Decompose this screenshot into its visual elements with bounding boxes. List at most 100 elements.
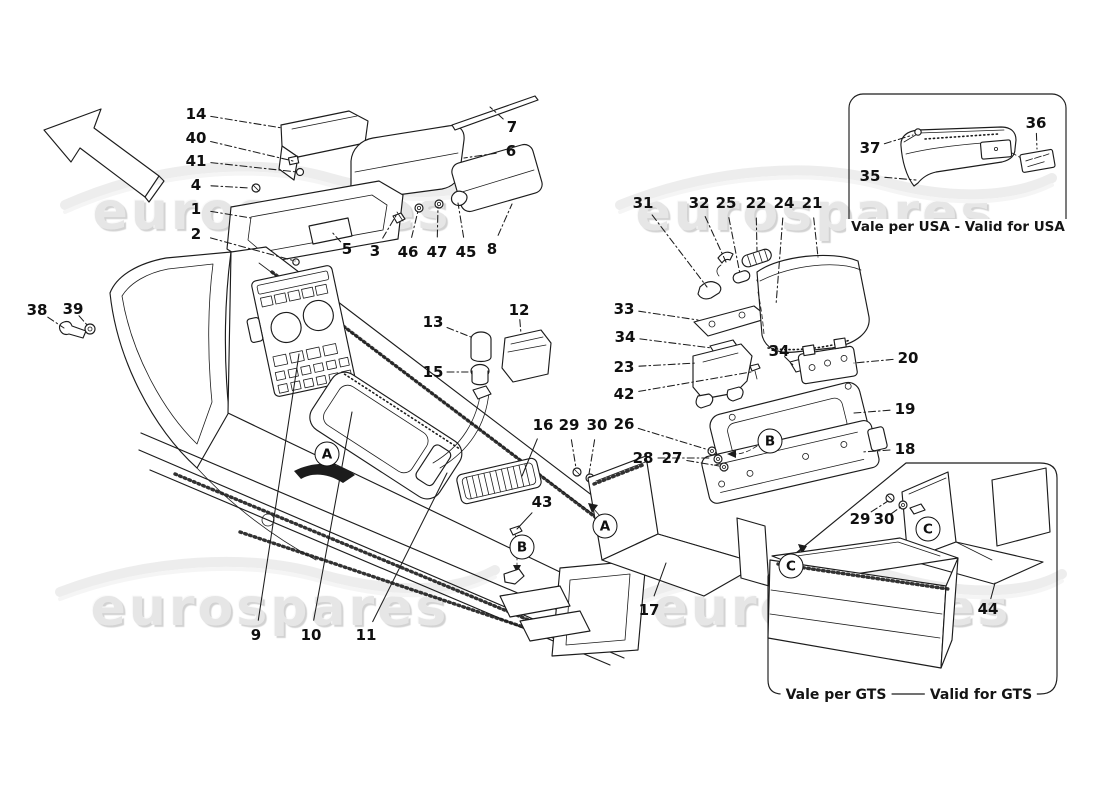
callout-4: 4: [190, 176, 202, 194]
leader-29: [570, 439, 577, 469]
ref-letter-a-2: A: [592, 513, 618, 539]
leader-14: [210, 115, 283, 129]
ref-letter-b: B: [757, 428, 783, 454]
callout-33: 33: [613, 300, 635, 318]
callout-17: 17: [638, 601, 660, 619]
leader-29-2: [870, 500, 889, 513]
callout-29-2: 29: [849, 510, 871, 528]
callout-29: 29: [558, 416, 580, 434]
leader-23: [638, 362, 698, 367]
leader-20: [853, 358, 894, 364]
screw-42: [749, 363, 761, 380]
callout-32: 32: [688, 194, 710, 212]
leader-lines: [47, 106, 1038, 623]
bracket-23: [692, 343, 753, 409]
leader-16: [521, 438, 538, 477]
leader-36: [1035, 132, 1038, 150]
callout-2: 2: [190, 225, 202, 243]
gts-box-label-english: Valid for GTS: [924, 687, 1038, 703]
callout-40: 40: [185, 129, 207, 147]
callout-35: 35: [859, 167, 881, 185]
washer-cluster: [707, 446, 729, 472]
center-tray-part: [309, 371, 463, 500]
gts-box-label-italian: Vale per GTS: [780, 687, 892, 703]
leader-10: [313, 411, 353, 621]
rod-part: [451, 95, 539, 131]
leader-21: [813, 217, 819, 258]
leader-13: [446, 326, 472, 338]
leader-25: [728, 217, 741, 275]
leader-43: [516, 512, 533, 530]
leader-30: [588, 439, 596, 475]
leader-30-2: [890, 505, 903, 515]
callout-28: 28: [632, 449, 654, 467]
lighter-part: [470, 331, 492, 400]
leader-22: [755, 217, 758, 252]
leader-17: [653, 562, 667, 597]
leader-33: [638, 310, 699, 321]
callout-41: 41: [185, 152, 207, 170]
callout-5: 5: [341, 240, 353, 258]
callout-30: 30: [586, 416, 608, 434]
hinge-block-20: [797, 337, 858, 385]
leader-34-2: [784, 356, 794, 366]
direction-arrow-icon: [43, 108, 165, 203]
callout-23: 23: [613, 358, 635, 376]
callout-34-2: 34: [768, 342, 790, 360]
leader-6: [463, 152, 497, 159]
leader-39: [78, 315, 89, 327]
leader-18: [861, 449, 891, 453]
callout-19: 19: [894, 400, 916, 418]
callout-12: 12: [508, 301, 530, 319]
leader-1: [210, 210, 252, 219]
callout-43: 43: [531, 493, 553, 511]
ref-letter-a: A: [314, 441, 340, 467]
leader-2: [209, 237, 296, 262]
clip-part: [503, 568, 525, 585]
leader-24: [775, 217, 784, 306]
callout-13: 13: [422, 313, 444, 331]
callout-16: 16: [532, 416, 554, 434]
callout-6: 6: [505, 142, 517, 160]
console-top-frame-part: [226, 180, 468, 266]
frame-18: [701, 420, 888, 504]
callout-3: 3: [369, 242, 381, 260]
leader-31: [651, 214, 708, 288]
callout-47: 47: [426, 243, 448, 261]
screws-38-39: [58, 320, 96, 339]
radio-panel-part: [246, 265, 356, 397]
callout-26: 26: [613, 415, 635, 433]
leader-34: [639, 338, 713, 349]
callout-46: 46: [397, 243, 419, 261]
callout-38: 38: [26, 301, 48, 319]
ashtray-grille-part: [456, 457, 542, 505]
cup-holder-part: [501, 329, 552, 383]
leader-40: [210, 140, 294, 162]
callout-45: 45: [455, 243, 477, 261]
leader-32: [704, 216, 727, 263]
callout-1: 1: [190, 200, 202, 218]
leader-26: [637, 427, 710, 451]
callout-15: 15: [422, 363, 444, 381]
callout-22: 22: [745, 194, 767, 212]
callout-42: 42: [613, 385, 635, 403]
callout-36: 36: [1025, 114, 1047, 132]
leader-19: [853, 409, 891, 414]
leader-4: [210, 185, 251, 189]
usa-inset-box: [848, 93, 1067, 234]
leader-27: [686, 459, 720, 467]
usa-box-label: Vale per USA - Valid for USA: [846, 219, 1070, 235]
callout-18: 18: [894, 440, 916, 458]
leader-41: [210, 162, 298, 173]
armrest-lid-part: [756, 254, 870, 353]
callout-25: 25: [715, 194, 737, 212]
callout-30-2: 30: [873, 510, 895, 528]
ref-letter-b-2: B: [509, 534, 535, 560]
callout-14: 14: [185, 105, 207, 123]
callout-39: 39: [62, 300, 84, 318]
callout-9: 9: [250, 626, 262, 644]
callout-34: 34: [614, 328, 636, 346]
ref-letter-c-2: C: [778, 553, 804, 579]
leader-5: [330, 230, 342, 243]
